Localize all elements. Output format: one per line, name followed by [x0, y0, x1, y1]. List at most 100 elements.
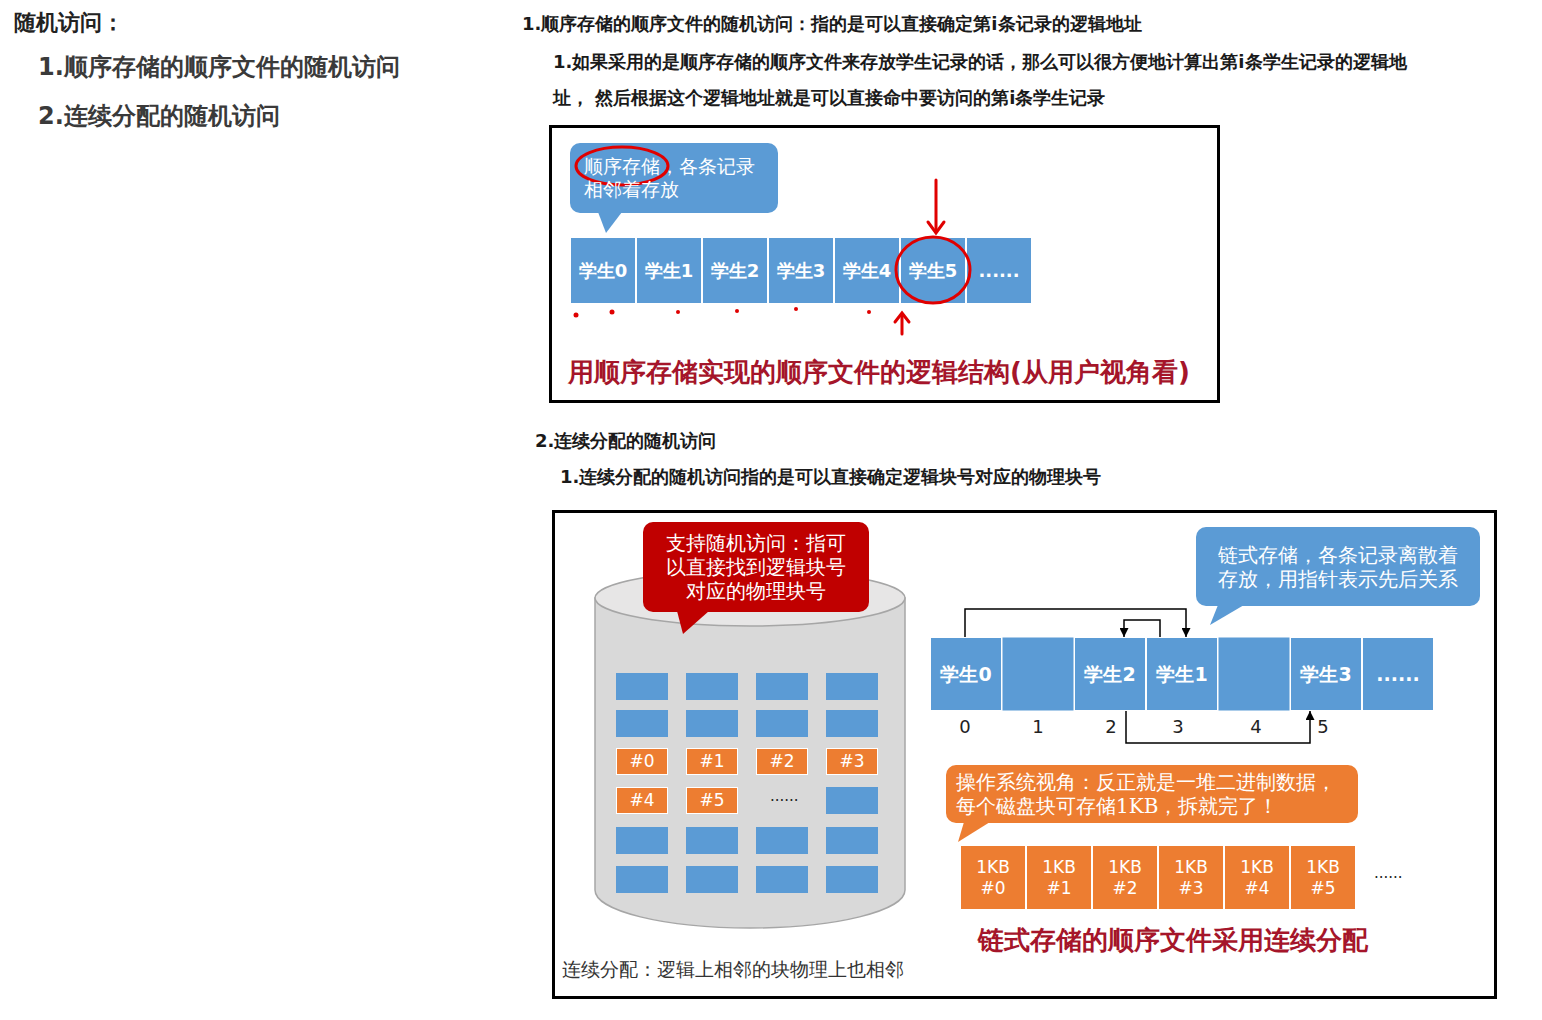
disk-block — [756, 710, 808, 737]
hand-arrow — [901, 314, 904, 334]
callout-tail — [1210, 605, 1244, 625]
hand-arrow — [935, 180, 938, 232]
ellipsis: ...... — [1374, 864, 1403, 882]
cell-text: #2 — [769, 751, 794, 771]
speech-callout: 链式存储，各条记录离散着存放，用指针表示先后关系 — [1196, 527, 1480, 606]
caption-text: 连续分配：逻辑上相邻的块物理上也相邻 — [562, 957, 904, 983]
disk-block — [826, 787, 878, 814]
disk-block — [686, 827, 738, 854]
disk-block — [686, 710, 738, 737]
disk-block — [826, 673, 878, 700]
disk-block — [756, 866, 808, 893]
callout-text: 链式存储，各条记录离散着存放，用指针表示先后关系 — [1215, 543, 1461, 591]
callout-body — [643, 522, 869, 612]
cell-text: 1KB #5 — [1302, 857, 1344, 898]
hand-dot — [574, 313, 579, 318]
figure-frame: 用顺序存储实现的顺序文件的逻辑结构(从用户视角看)顺序存储，各条记录相邻着存放学… — [549, 125, 1220, 403]
cell-text: 学生3 — [1300, 663, 1351, 686]
cell-text: #5 — [699, 790, 724, 810]
hand-ring — [896, 237, 970, 303]
index-number: 5 — [1317, 716, 1328, 737]
cell-text: 1KB #3 — [1170, 857, 1212, 898]
disk-cylinder — [595, 598, 905, 928]
cell-text: 学生4 — [843, 260, 892, 282]
hand-arrow — [928, 222, 944, 233]
cell-text: 学生0 — [940, 663, 991, 686]
cell-text: 1KB #2 — [1104, 857, 1146, 898]
record-cell: 学生5 — [900, 237, 966, 304]
note-text: 1.连续分配的随机访问指的是可以直接确定逻辑块号对应的物理块号 — [560, 465, 1101, 489]
hand-annotation — [895, 180, 970, 334]
index-number: 4 — [1250, 716, 1261, 737]
index-number: 3 — [1172, 716, 1183, 737]
speech-callout: 顺序存储，各条记录相邻着存放 — [570, 143, 778, 213]
cell-text: 1KB #1 — [1038, 857, 1080, 898]
record-cell: 学生3 — [1290, 637, 1362, 711]
disk-block — [686, 673, 738, 700]
callout-text: 顺序存储，各条记录相邻着存放 — [584, 155, 759, 201]
speech-callout: 支持随机访问：指可以直接找到逻辑块号对应的物理块号 — [643, 522, 869, 612]
disk-block: #3 — [826, 748, 878, 775]
index-number: 0 — [959, 716, 970, 737]
cell-text: #3 — [839, 751, 864, 771]
disk-block: #0 — [616, 748, 668, 775]
disk-block: #5 — [686, 787, 738, 814]
cell-text: 学生3 — [777, 260, 826, 282]
callout-tail — [677, 611, 709, 634]
cell-text: 1KB #0 — [972, 857, 1014, 898]
note-heading: 1.顺序存储的顺序文件的随机访问：指的是可以直接确定第i条记录的逻辑地址 — [522, 12, 1142, 36]
disk-blocks — [616, 673, 878, 893]
cell-text: #1 — [699, 751, 724, 771]
disk-block: 1KB #1 — [1026, 845, 1092, 910]
index-number: 2 — [1105, 716, 1116, 737]
callout-tail — [958, 822, 990, 842]
disk-block: 1KB #3 — [1158, 845, 1224, 910]
disk-block — [756, 673, 808, 700]
disk-block: 1KB #5 — [1290, 845, 1356, 910]
pointer-arrow — [1124, 620, 1160, 637]
empty-cell — [1002, 637, 1074, 711]
section-item: 2.连续分配的随机访问 — [38, 100, 280, 132]
disk-block — [616, 673, 668, 700]
record-cell: 学生0 — [930, 637, 1002, 711]
hand-dot — [794, 307, 798, 311]
hand-dot — [867, 310, 871, 314]
speech-callout: 操作系统视角：反正就是一堆二进制数据，每个磁盘块可存储1KB，拆就完了！ — [946, 765, 1358, 823]
hand-dots — [574, 307, 872, 318]
cell-text: 学生1 — [645, 260, 694, 282]
hand-dot — [676, 310, 680, 314]
cell-text: ...... — [978, 260, 1019, 282]
pointer-arrow — [965, 609, 1186, 637]
cell-text: #0 — [629, 751, 654, 771]
page-title: 随机访问： — [14, 8, 124, 38]
empty-cell — [1218, 637, 1290, 711]
disk-block — [826, 710, 878, 737]
disk-block — [826, 827, 878, 854]
disk-block — [686, 866, 738, 893]
record-cell: 学生4 — [834, 237, 900, 304]
caption-text: 链式存储的顺序文件采用连续分配 — [978, 923, 1368, 958]
section-item: 1.顺序存储的顺序文件的随机访问 — [38, 51, 400, 83]
cell-text: ...... — [1376, 663, 1419, 686]
disk-block: 1KB #0 — [960, 845, 1026, 910]
ellipsis: ...... — [770, 787, 799, 805]
callout-text: 操作系统视角：反正就是一堆二进制数据，每个磁盘块可存储1KB，拆就完了！ — [956, 770, 1348, 818]
note-heading: 2.连续分配的随机访问 — [535, 429, 716, 453]
disk-block: #2 — [756, 748, 808, 775]
callout-body — [1196, 527, 1480, 606]
disk-block — [616, 866, 668, 893]
record-cell: 学生1 — [1146, 637, 1218, 711]
cell-text: 学生0 — [579, 260, 628, 282]
record-cell: 学生3 — [768, 237, 834, 304]
record-cell: 学生1 — [636, 237, 702, 304]
callout-body — [570, 143, 778, 213]
disk-block — [616, 710, 668, 737]
record-cell: ...... — [966, 237, 1032, 304]
index-number: 1 — [1032, 716, 1043, 737]
cell-text: #4 — [629, 790, 654, 810]
cell-text: 学生5 — [909, 260, 958, 282]
disk-block: #4 — [616, 787, 668, 814]
record-cell: 学生2 — [702, 237, 768, 304]
callout-text: 支持随机访问：指可以直接找到逻辑块号对应的物理块号 — [663, 531, 849, 603]
pointer-arrow — [1126, 711, 1310, 743]
